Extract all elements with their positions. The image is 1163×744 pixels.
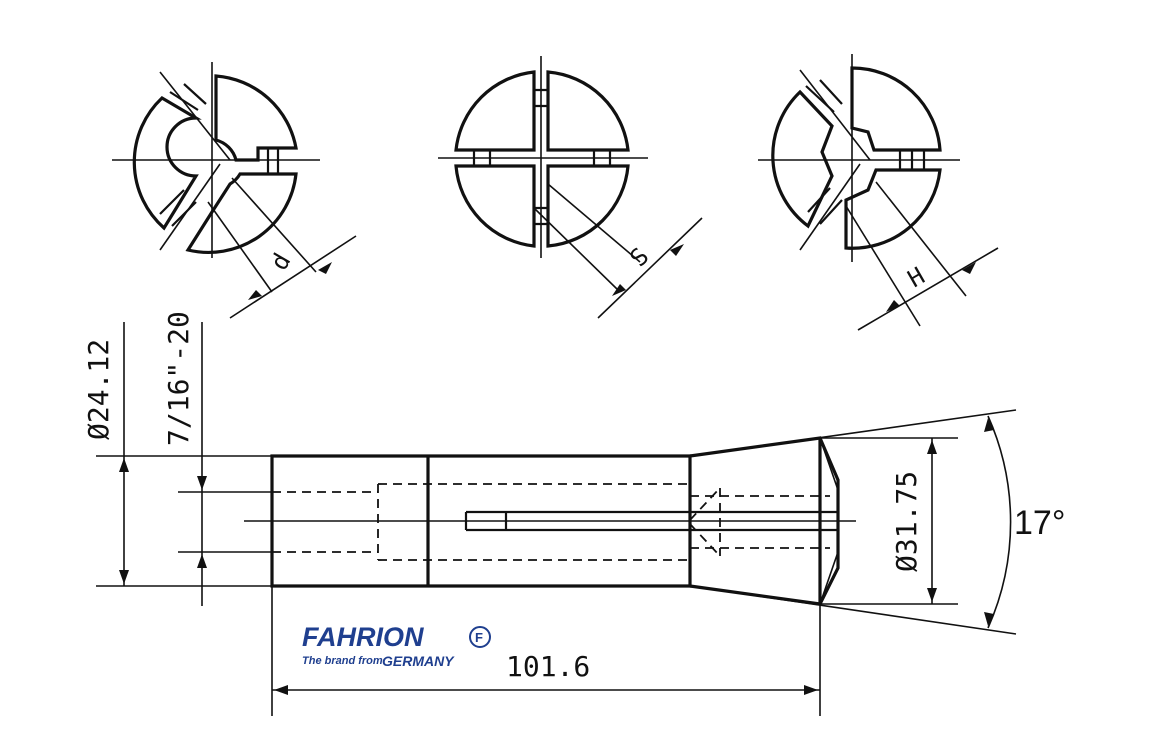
logo-tagline-small: The brand from	[302, 655, 383, 667]
dim-h-label: H	[903, 262, 930, 293]
dim-shank-diameter-label: Ø24.12	[82, 339, 115, 440]
dim-thread-label: 7/16"-20	[162, 311, 195, 446]
dimension-thread: 7/16"-20	[162, 311, 272, 606]
dim-head-diameter-label: Ø31.75	[890, 471, 923, 572]
end-view-square-bore: S	[438, 56, 703, 319]
fahrion-logo: FAHRION F The brand from GERMANY	[302, 622, 491, 669]
dimension-taper-angle: 17°	[689, 409, 1065, 635]
dimension-shank-diameter: Ø24.12	[82, 322, 272, 587]
logo-name: FAHRION	[302, 622, 424, 652]
dimension-head-diameter: Ø31.75	[820, 437, 958, 605]
dim-angle-label: 17°	[1014, 504, 1065, 542]
logo-mark-circle	[469, 626, 491, 648]
end-view-round-bore: d	[112, 62, 357, 319]
dim-d-label: d	[265, 248, 296, 275]
end-view-hex-bore: H	[758, 54, 999, 331]
collet-side-view	[244, 436, 856, 606]
logo-tagline-country: GERMANY	[382, 653, 455, 669]
logo-mark: F	[475, 630, 483, 645]
dimension-overall-length: 101.6	[271, 586, 821, 716]
dim-length-label: 101.6	[506, 650, 590, 683]
